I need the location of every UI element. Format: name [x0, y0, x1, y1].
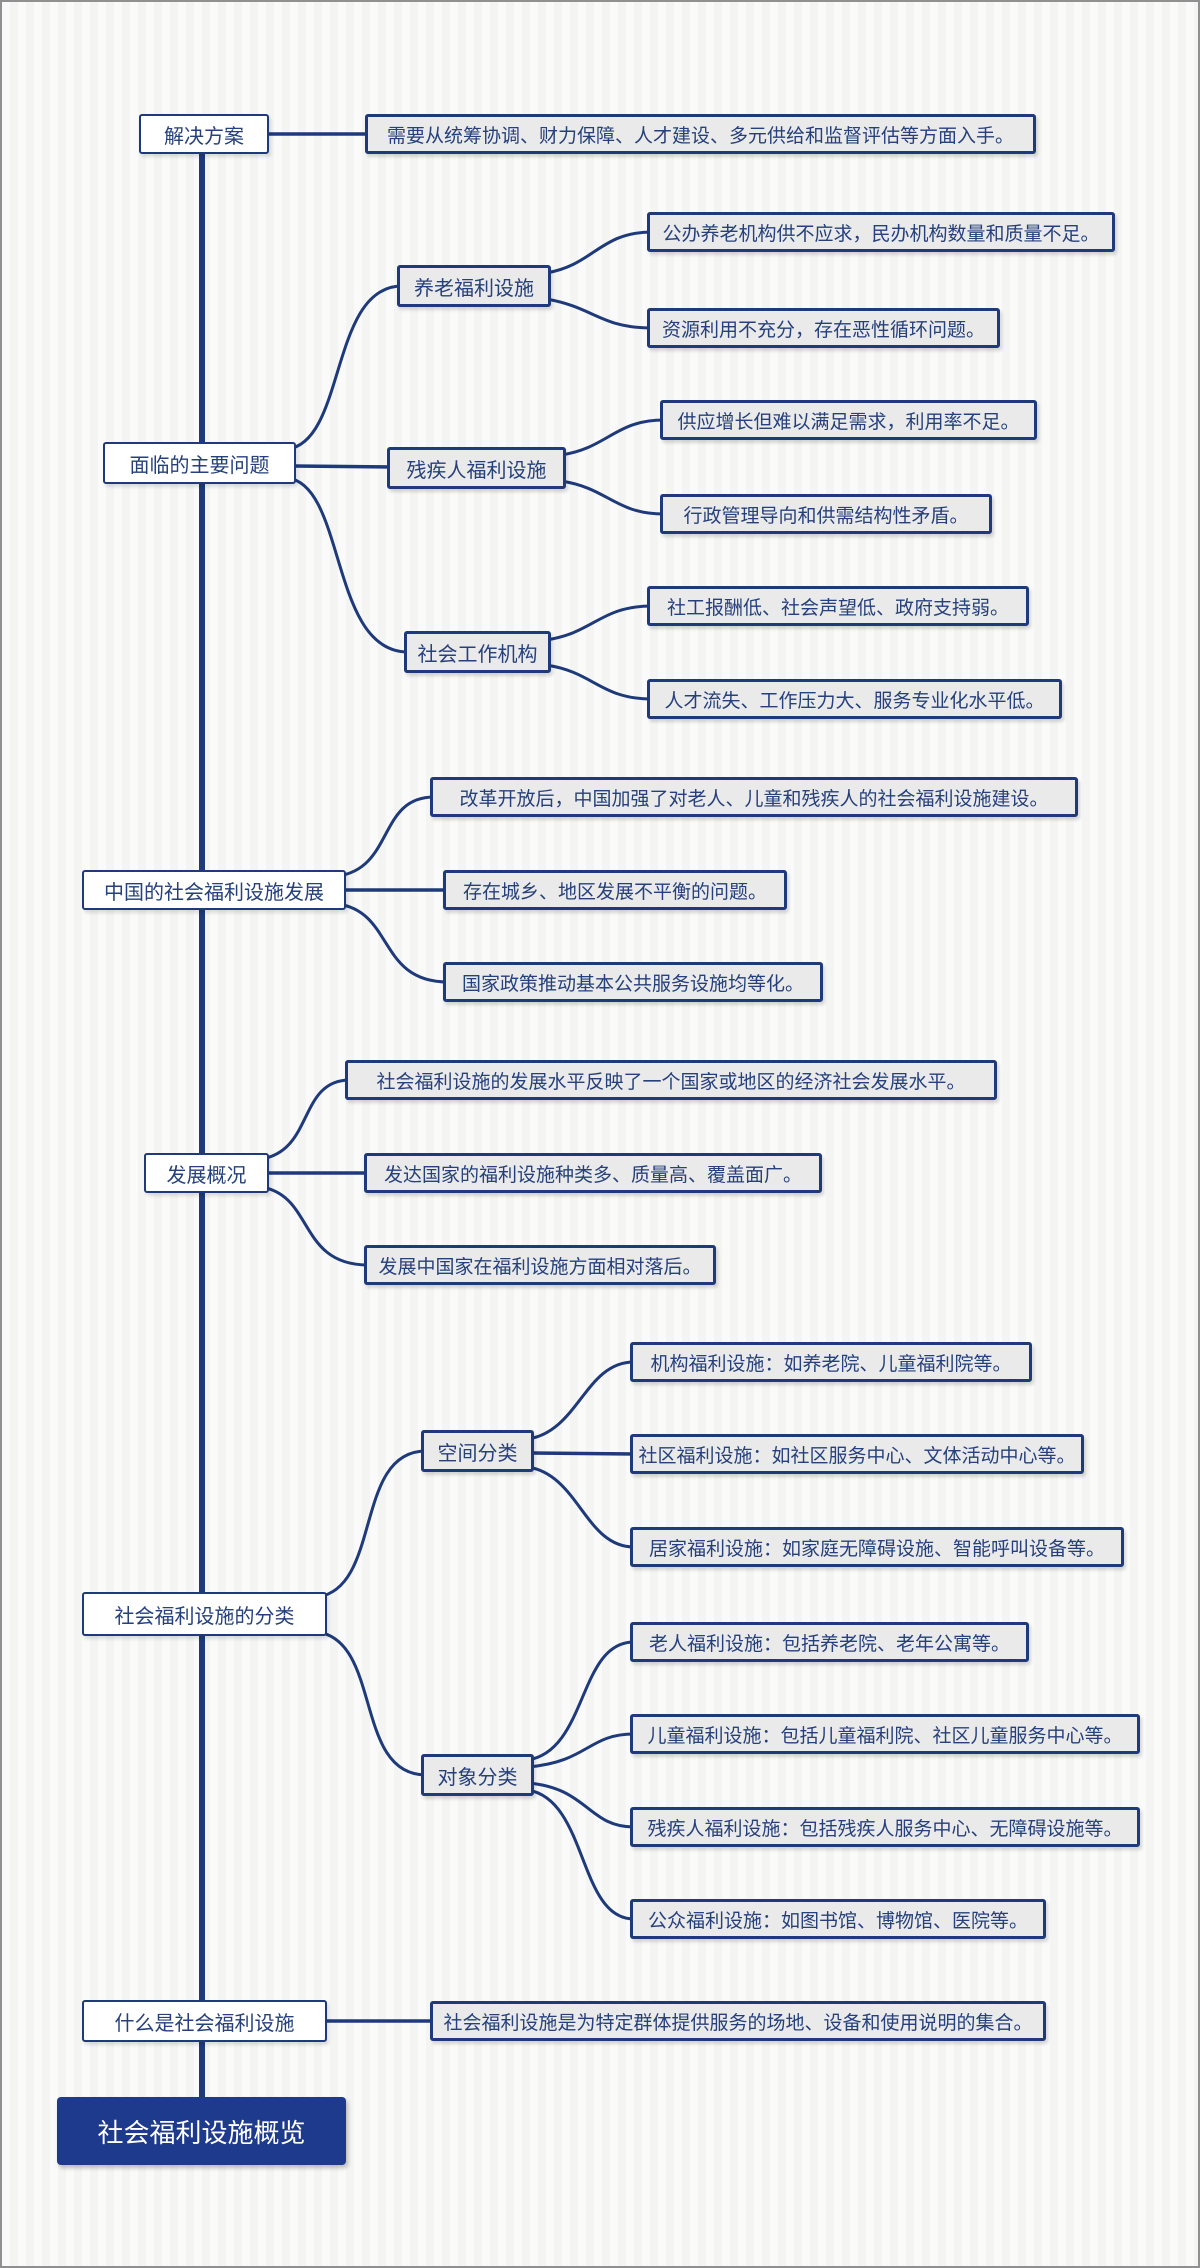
connector-object-leaf1: [527, 1640, 635, 1762]
leaf-node[interactable]: 供应增长但难以满足需求，利用率不足。: [660, 400, 1037, 440]
leaf-node[interactable]: 人才流失、工作压力大、服务专业化水平低。: [647, 679, 1062, 719]
connector-socialwork-leaf2: [545, 663, 653, 701]
connector-elderly-leaf2: [545, 297, 653, 330]
leaf-node[interactable]: 残疾人福利设施：包括残疾人服务中心、无障碍设施等。: [630, 1807, 1140, 1847]
root-node[interactable]: 社会福利设施概览: [57, 2097, 346, 2165]
leaf-node[interactable]: 社工报酬低、社会声望低、政府支持弱。: [647, 586, 1029, 626]
leaf-node[interactable]: 行政管理导向和供需结构性矛盾。: [660, 494, 992, 534]
leaf-node[interactable]: 儿童福利设施：包括儿童福利院、社区儿童服务中心等。: [630, 1714, 1140, 1754]
topic-classification[interactable]: 社会福利设施的分类: [82, 1592, 327, 1636]
subtopic-elderly-care-facilities[interactable]: 养老福利设施: [397, 265, 551, 307]
leaf-node[interactable]: 公众福利设施：如图书馆、博物馆、医院等。: [630, 1899, 1046, 1939]
topic-main-problems[interactable]: 面临的主要问题: [103, 442, 296, 484]
leaf-node[interactable]: 存在城乡、地区发展不平衡的问题。: [443, 870, 787, 910]
subtopic-space-classification[interactable]: 空间分类: [421, 1430, 534, 1472]
connector-object-leaf3: [527, 1781, 635, 1829]
connector-space-leaf3: [527, 1465, 635, 1549]
leaf-node[interactable]: 公办养老机构供不应求，民办机构数量和质量不足。: [647, 212, 1115, 252]
subtopic-social-work-agencies[interactable]: 社会工作机构: [404, 631, 551, 673]
connector-space-leaf1: [527, 1360, 635, 1441]
topic-solution[interactable]: 解决方案: [139, 114, 269, 154]
leaf-node[interactable]: 老人福利设施：包括养老院、老年公寓等。: [630, 1622, 1029, 1662]
connector-elderly-leaf1: [545, 230, 653, 275]
subtopic-object-classification[interactable]: 对象分类: [421, 1754, 534, 1796]
connector-object-leaf4: [527, 1788, 635, 1921]
leaf-node[interactable]: 社会福利设施的发展水平反映了一个国家或地区的经济社会发展水平。: [345, 1060, 997, 1100]
leaf-node[interactable]: 国家政策推动基本公共服务设施均等化。: [443, 962, 823, 1002]
connector-overview-leaf1: [260, 1078, 351, 1161]
connector-china-leaf3: [337, 902, 449, 984]
leaf-node[interactable]: 改革开放后，中国加强了对老人、儿童和残疾人的社会福利设施建设。: [430, 777, 1078, 817]
connector-disabled-leaf2: [560, 479, 665, 516]
connector-problems-disabled: [293, 464, 393, 469]
leaf-node[interactable]: 发展中国家在福利设施方面相对落后。: [364, 1245, 716, 1285]
connector-problems-elderly: [287, 284, 403, 451]
leaf-node[interactable]: 机构福利设施：如养老院、儿童福利院等。: [630, 1342, 1032, 1382]
leaf-node[interactable]: 发达国家的福利设施种类多、质量高、覆盖面广。: [364, 1153, 822, 1193]
subtopic-disabled-welfare-facilities[interactable]: 残疾人福利设施: [387, 447, 566, 489]
topic-what-is[interactable]: 什么是社会福利设施: [82, 2000, 327, 2042]
connector-classification-object: [317, 1630, 427, 1777]
connector-china-leaf1: [337, 795, 435, 878]
leaf-node[interactable]: 社区福利设施：如社区服务中心、文体活动中心等。: [630, 1434, 1084, 1474]
connector-disabled-leaf1: [560, 418, 665, 457]
connector-space-leaf2: [531, 1451, 635, 1456]
connector-classification-space: [317, 1449, 427, 1599]
connector-problems-socialwork: [287, 476, 409, 654]
connector-object-leaf2: [527, 1732, 635, 1769]
topic-development-overview[interactable]: 发展概况: [144, 1153, 269, 1193]
leaf-node[interactable]: 社会福利设施是为特定群体提供服务的场地、设备和使用说明的集合。: [430, 2001, 1046, 2041]
leaf-node[interactable]: 资源利用不充分，存在恶性循环问题。: [647, 308, 1000, 348]
connector-socialwork-leaf1: [545, 604, 653, 642]
leaf-node[interactable]: 需要从统筹协调、财力保障、人才建设、多元供给和监督评估等方面入手。: [365, 114, 1036, 154]
connector-overview-leaf3: [260, 1185, 369, 1267]
leaf-node[interactable]: 居家福利设施：如家庭无障碍设施、智能呼叫设备等。: [630, 1527, 1124, 1567]
topic-china-welfare-development[interactable]: 中国的社会福利设施发展: [82, 870, 346, 910]
